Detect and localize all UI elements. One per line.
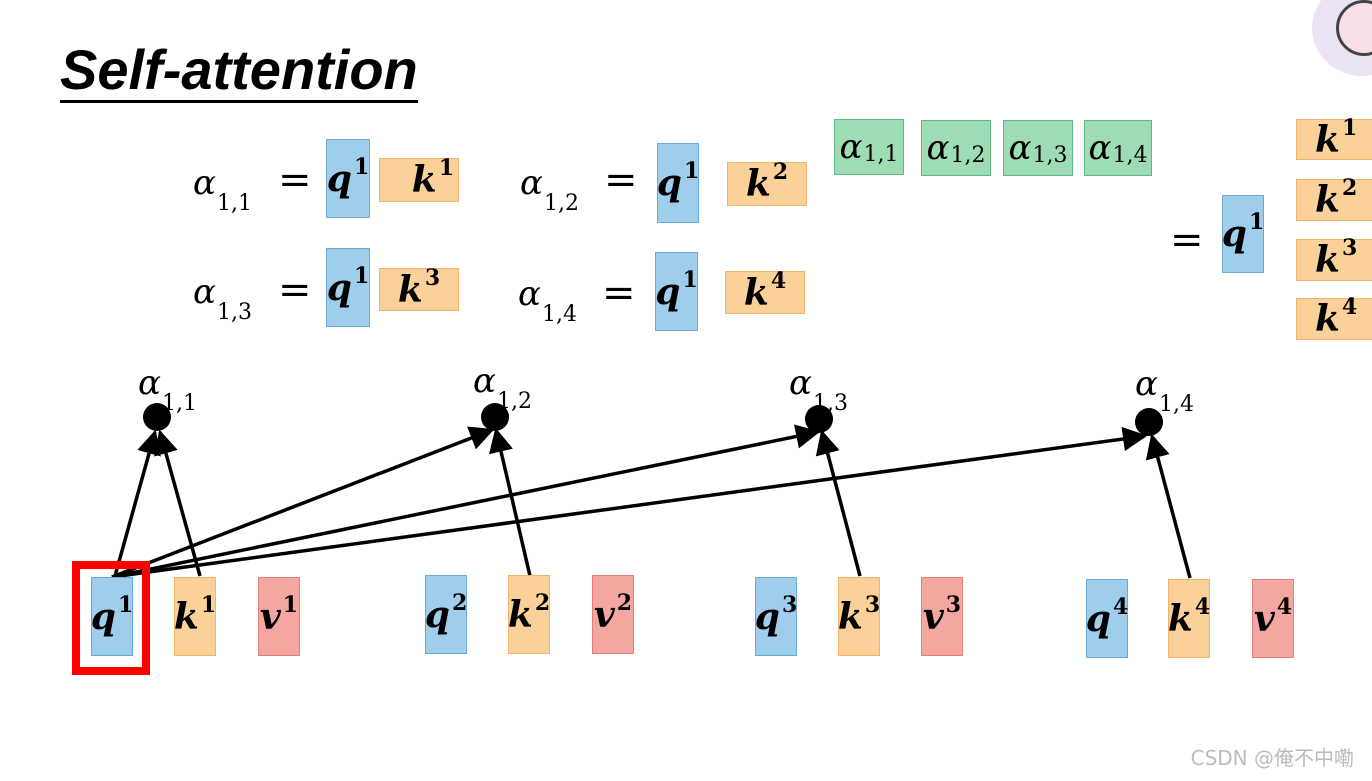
- equation-4-equals: =: [602, 270, 636, 316]
- equation-2-equals: =: [604, 157, 638, 203]
- score-node-3-label: α1,3: [789, 363, 848, 416]
- score-node-2-label: α1,2: [473, 361, 532, 414]
- arrow-k4-to-alpha14: [1145, 433, 1192, 579]
- arrow-k1-to-alpha11: [154, 429, 202, 577]
- arrow-k3-to-alpha13: [815, 429, 862, 577]
- arrow-k2-to-alpha12: [489, 427, 532, 577]
- score-node-1: [143, 403, 171, 431]
- score-node-3: [805, 405, 833, 433]
- equation-4-lhs: α1,4: [518, 274, 577, 327]
- equation-1-lhs: α1,1: [193, 163, 252, 216]
- arrow-q1-to-alpha14: [111, 426, 1148, 579]
- matrix-equals: =: [1170, 217, 1204, 263]
- equation-3-lhs: α1,3: [193, 272, 252, 325]
- watermark: CSDN @俺不中嘞: [1190, 746, 1354, 770]
- arrow-q1-to-alpha11: [113, 429, 161, 577]
- highlight-query-1: [72, 561, 150, 675]
- avatar-face-icon: [1336, 0, 1372, 56]
- equation-3-equals: =: [278, 267, 312, 313]
- equation-2-lhs: α1,2: [520, 163, 579, 216]
- score-node-4: [1135, 408, 1163, 436]
- score-node-4-label: α1,4: [1135, 364, 1194, 417]
- arrow-q1-to-alpha13: [111, 424, 821, 579]
- score-node-1-label: α1,1: [138, 363, 197, 416]
- equation-1-equals: =: [278, 157, 312, 203]
- arrow-q1-to-alpha12: [111, 426, 495, 579]
- score-node-2: [481, 403, 509, 431]
- page-title: Self-attention: [60, 38, 418, 103]
